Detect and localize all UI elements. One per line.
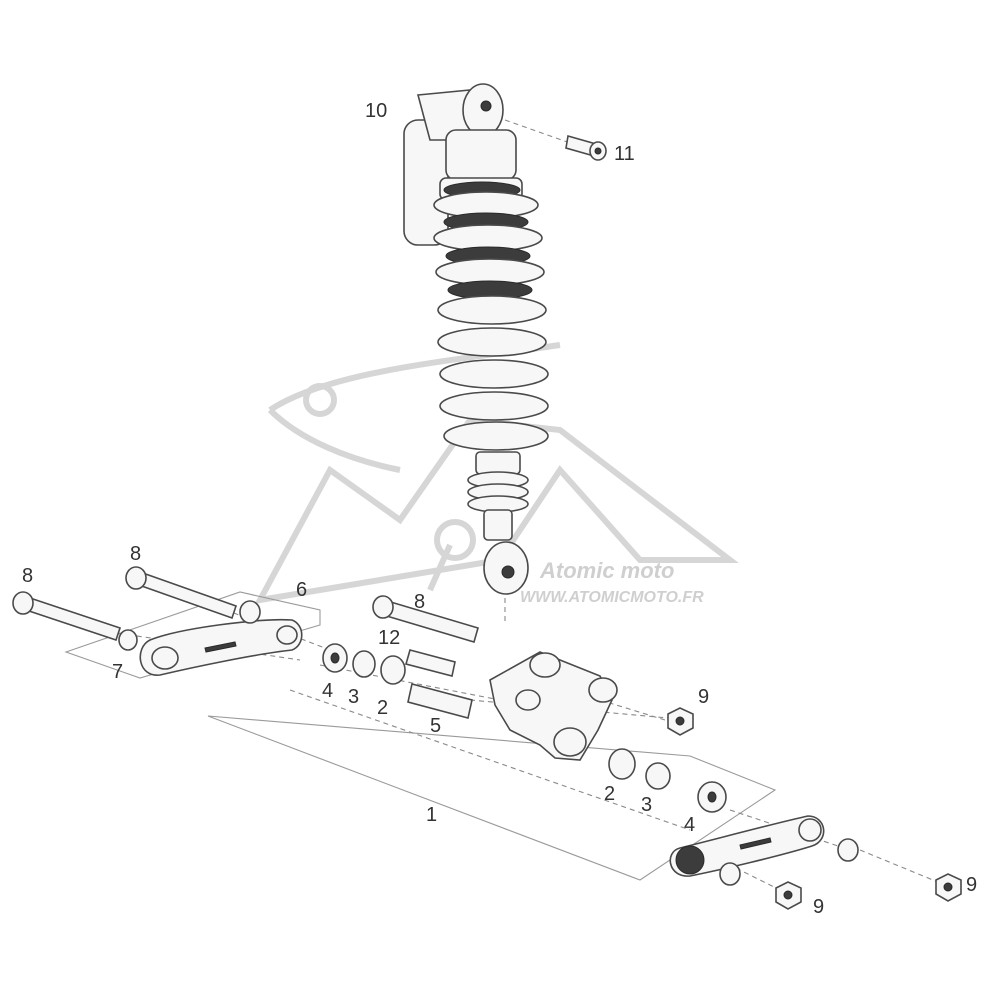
callout-labels: 10 11 8 8 8 6 7 12 4 3 2 5 9 2 3 4 1 9 9 bbox=[22, 100, 977, 918]
callout-7: 7 bbox=[112, 661, 123, 683]
callout-9-right: 9 bbox=[966, 874, 977, 896]
callout-4-left: 4 bbox=[322, 680, 333, 702]
callout-5: 5 bbox=[430, 715, 441, 737]
long-bolt-left bbox=[12, 591, 122, 642]
spring-preload-section bbox=[433, 181, 545, 300]
bushing-upper bbox=[239, 600, 261, 624]
callout-8-right: 8 bbox=[414, 591, 425, 613]
kit-frame-1 bbox=[207, 715, 777, 881]
shock-absorber bbox=[403, 83, 549, 595]
callout-9-upper: 9 bbox=[698, 686, 709, 708]
long-bolt-right bbox=[372, 595, 479, 643]
callout-11: 11 bbox=[614, 143, 635, 165]
rocker-bracket bbox=[489, 651, 618, 761]
callout-9-lower: 9 bbox=[813, 896, 824, 918]
callout-2-right: 2 bbox=[604, 783, 615, 805]
bushing-2-right bbox=[608, 748, 636, 780]
callout-1: 1 bbox=[426, 804, 437, 826]
bushing-2-left bbox=[380, 655, 406, 685]
watermark-brand-text: Atomic moto bbox=[539, 558, 674, 583]
bolt-11 bbox=[565, 134, 607, 161]
callout-2-left: 2 bbox=[377, 697, 388, 719]
callout-3-right: 3 bbox=[641, 794, 652, 816]
callout-10: 10 bbox=[365, 100, 387, 122]
bearing-3-right bbox=[645, 762, 671, 790]
nut-9-right bbox=[935, 873, 962, 902]
bushing-right-lower bbox=[719, 862, 741, 886]
coil-spring bbox=[437, 295, 549, 451]
link-plate-left bbox=[139, 618, 303, 676]
callout-4-right: 4 bbox=[684, 814, 695, 836]
link-plate-right bbox=[669, 815, 825, 877]
callout-6: 6 bbox=[296, 579, 307, 601]
spacer-5 bbox=[407, 683, 473, 719]
nut-9-lower bbox=[775, 881, 802, 910]
callout-3-left: 3 bbox=[348, 686, 359, 708]
callout-12: 12 bbox=[378, 627, 400, 649]
nut-9-upper bbox=[667, 707, 694, 736]
bearing-3-left bbox=[352, 650, 376, 678]
bushing-right-end bbox=[837, 838, 859, 862]
right-spacer-set bbox=[608, 748, 727, 813]
long-bolt-middle bbox=[125, 566, 238, 620]
spacer-12 bbox=[405, 649, 456, 677]
watermark-url-text: WWW.ATOMICMOTO.FR bbox=[520, 589, 704, 606]
callout-8-middle: 8 bbox=[130, 543, 141, 565]
callout-8-left: 8 bbox=[22, 565, 33, 587]
top-body bbox=[445, 129, 517, 181]
left-spacer-set bbox=[322, 643, 406, 685]
bushing-7 bbox=[118, 629, 138, 651]
